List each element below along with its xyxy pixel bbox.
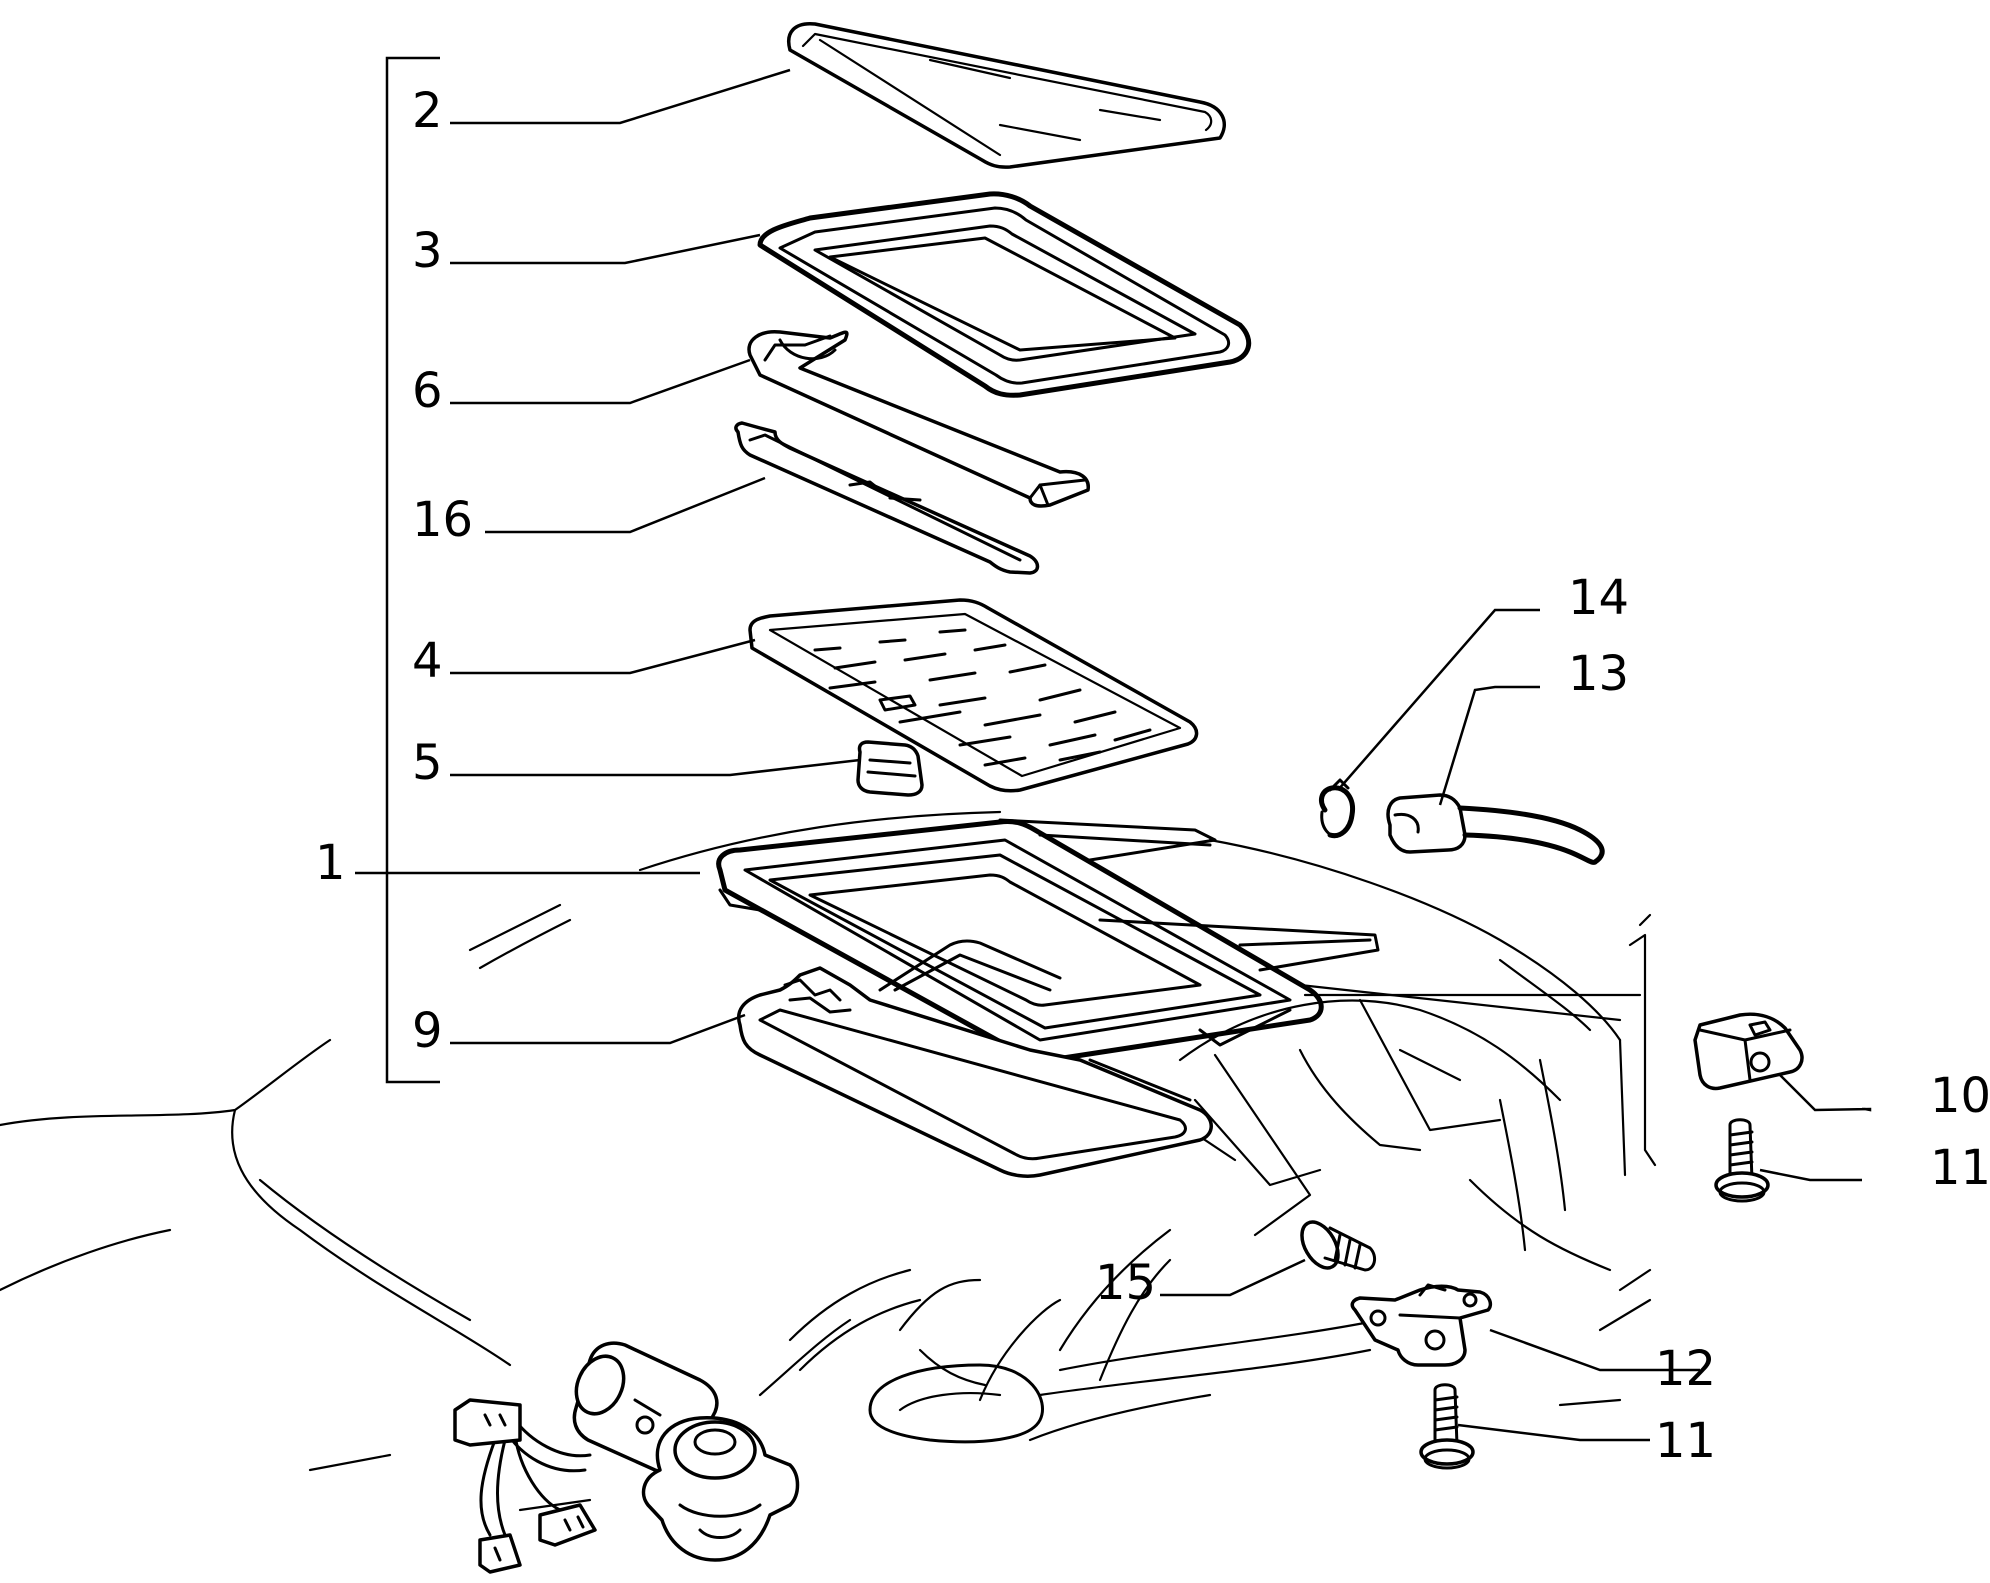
callout-1: 1 <box>315 835 346 891</box>
hose-clamp <box>1319 778 1356 839</box>
screw-lower <box>1419 1383 1475 1470</box>
callout-12: 12 <box>1655 1341 1716 1397</box>
callout-13: 13 <box>1568 646 1629 702</box>
screw-upper <box>1714 1118 1770 1203</box>
callout-4: 4 <box>412 633 443 689</box>
callout-2: 2 <box>412 83 443 139</box>
callout-11-lower: 11 <box>1655 1413 1716 1469</box>
clip-part <box>1693 1012 1804 1091</box>
leader-lines <box>355 68 1872 1442</box>
car-body-outline <box>0 810 1657 1512</box>
drain-hose <box>1386 793 1605 865</box>
callout-10: 10 <box>1930 1068 1990 1124</box>
mount-bracket <box>1350 1283 1493 1367</box>
panel-handle <box>856 740 924 797</box>
callout-6: 6 <box>412 363 443 419</box>
callout-3: 3 <box>412 223 443 279</box>
glass-panel <box>787 22 1226 169</box>
vent-slots <box>813 628 1152 767</box>
callout-14: 14 <box>1568 570 1629 626</box>
vented-panel <box>748 598 1199 793</box>
callout-9: 9 <box>412 1003 443 1059</box>
callout-15: 15 <box>1095 1255 1156 1311</box>
callout-11-upper: 11 <box>1930 1140 1990 1196</box>
sunroof-motor <box>453 1341 800 1574</box>
seal-strip <box>734 421 1040 575</box>
callout-5: 5 <box>412 735 443 791</box>
callout-16: 16 <box>412 492 473 548</box>
callout-labels: 2 3 6 16 4 5 1 9 14 13 10 11 15 12 11 <box>315 83 1990 1469</box>
bolt <box>1300 1220 1377 1272</box>
deflector <box>747 330 1090 508</box>
lower-frame <box>737 939 1213 1178</box>
seal-frame <box>757 191 1252 398</box>
assembly-bracket <box>385 56 440 1084</box>
